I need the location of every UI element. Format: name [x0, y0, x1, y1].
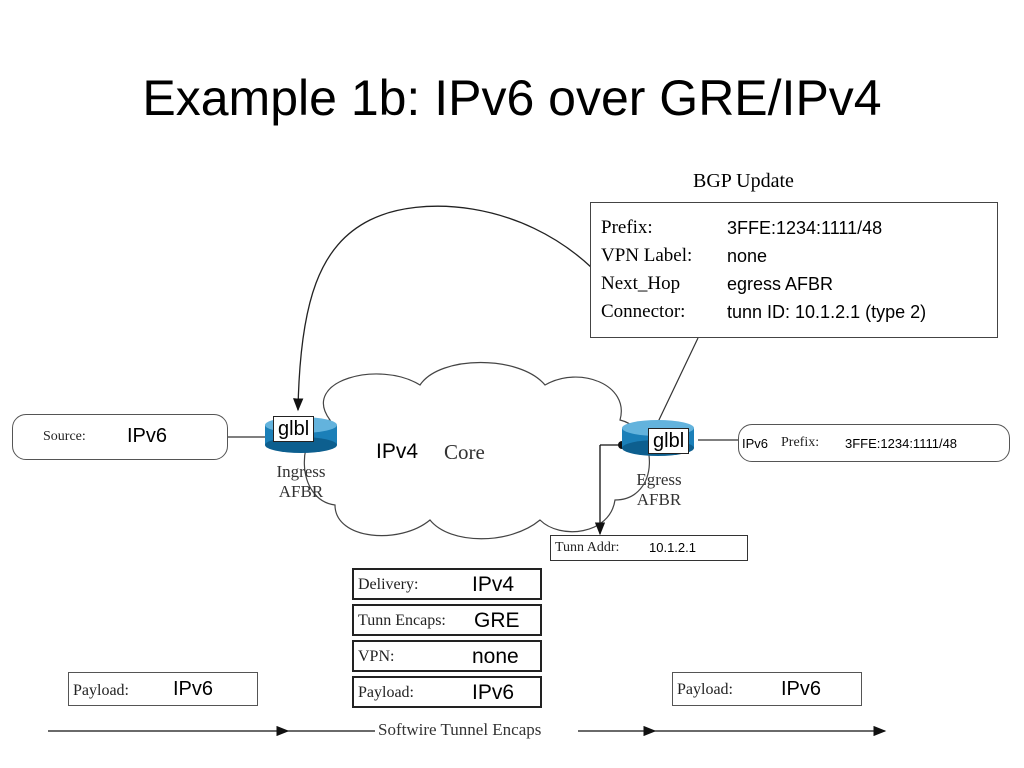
dest-proto: IPv6: [742, 436, 769, 451]
encap-row-payload: Payload: IPv6: [352, 676, 542, 708]
payload-left-box: Payload: IPv6: [68, 672, 258, 706]
bgp-field-value: egress AFBR: [727, 274, 834, 294]
bgp-advertise-arrow: [293, 205, 593, 412]
payload-right-box: Payload: IPv6: [672, 672, 862, 706]
encap-row-delivery: Delivery: IPv4: [352, 568, 542, 600]
payload-right-value: IPv6: [781, 678, 822, 700]
dest-prefix-label: Prefix:: [781, 435, 820, 450]
bgp-update-heading: BGP Update: [693, 170, 794, 192]
source-value: IPv6: [127, 425, 168, 447]
source-box: Source: IPv6: [12, 414, 228, 460]
bgp-field-key: Prefix:: [601, 217, 653, 238]
bgp-to-egress-line: [657, 337, 699, 423]
bgp-field-key: Next_Hop: [601, 273, 681, 294]
timeline-label: Softwire Tunnel Encaps: [378, 720, 542, 739]
page-title: Example 1b: IPv6 over GRE/IPv4: [142, 70, 882, 126]
egress-afbr-label: Egress AFBR: [636, 470, 682, 509]
dest-prefix-value: 3FFE:1234:1111/48: [845, 436, 958, 451]
bgp-field-value: tunn ID: 10.1.2.1 (type 2): [727, 302, 927, 322]
bgp-field-key: VPN Label:: [601, 245, 693, 266]
bgp-update-box: Prefix: 3FFE:1234:1111/48 VPN Label: non…: [590, 202, 998, 338]
ipv4-core-cloud: [303, 362, 650, 540]
dest-prefix-box: IPv6 Prefix: 3FFE:1234:1111/48: [738, 424, 1010, 462]
payload-left-label: Payload:: [73, 682, 129, 699]
core-name: Core: [444, 440, 485, 464]
tunn-addr-box: Tunn Addr: 10.1.2.1: [550, 535, 748, 561]
bgp-field-key: Connector:: [601, 301, 686, 322]
encap-row-tunn-encaps: Tunn Encaps: GRE: [352, 604, 542, 636]
payload-left-value: IPv6: [173, 678, 214, 700]
egress-glbl-tag: glbl: [648, 428, 690, 454]
encap-stack: Delivery: IPv4 Tunn Encaps: GRE VPN: non…: [352, 568, 542, 710]
bgp-field-value: 3FFE:1234:1111/48: [727, 218, 883, 238]
bgp-field-value: none: [727, 246, 768, 266]
ingress-glbl-tag: glbl: [273, 416, 315, 442]
tunn-addr-value: 10.1.2.1: [649, 540, 696, 555]
source-label: Source:: [43, 429, 86, 444]
encap-row-vpn: VPN: none: [352, 640, 542, 672]
core-proto: IPv4: [376, 440, 419, 463]
ingress-afbr-label: Ingress AFBR: [276, 462, 326, 501]
payload-right-label: Payload:: [677, 681, 733, 698]
tunn-addr-label: Tunn Addr:: [555, 540, 620, 555]
